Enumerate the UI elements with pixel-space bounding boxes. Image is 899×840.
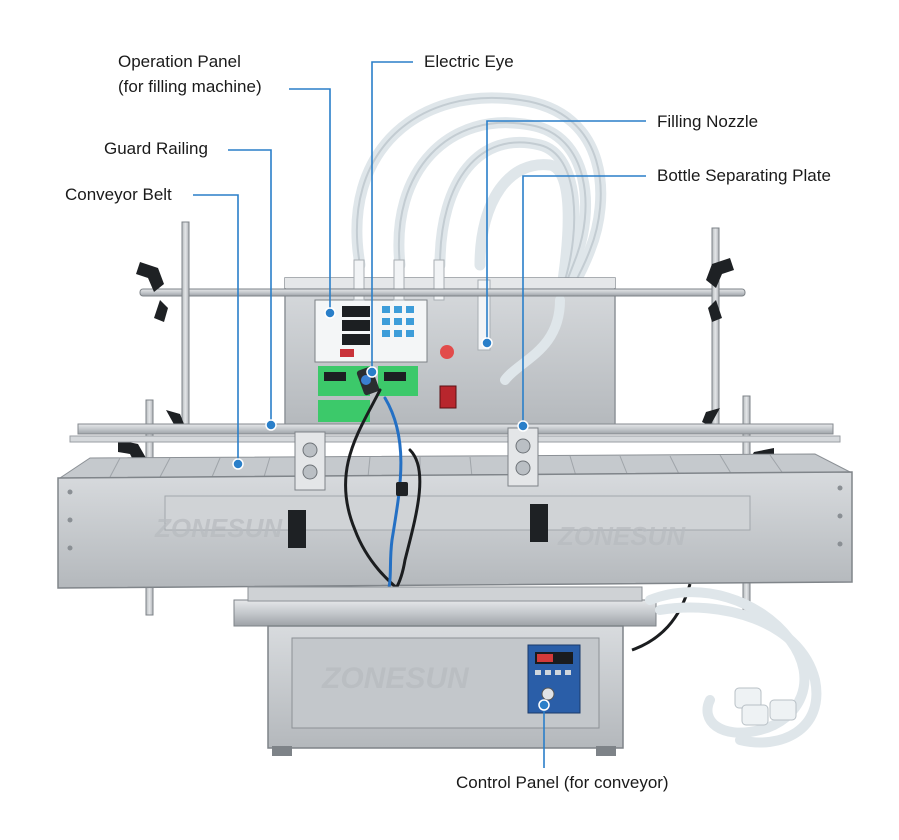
- power-switch: [439, 385, 457, 409]
- watermark-cabinet: ZONESUN: [321, 662, 470, 695]
- callout-guard-railing: [228, 149, 272, 425]
- label-control-panel: Control Panel (for conveyor): [456, 773, 669, 792]
- label-operation-panel-line2: (for filling machine): [118, 77, 262, 96]
- label-filling-nozzle: Filling Nozzle: [657, 112, 759, 131]
- label-guard-railing: Guard Railing: [104, 139, 208, 158]
- top-guard-rod: [139, 288, 746, 297]
- label-electric-eye: Electric Eye: [424, 52, 514, 71]
- label-conveyor-belt: Conveyor Belt: [65, 185, 172, 204]
- label-bottle-separating-plate: Bottle Separating Plate: [657, 166, 831, 185]
- callout-conveyor-belt: [193, 194, 239, 464]
- callout-operation-panel: [289, 88, 331, 313]
- watermark-left: ZONESUN: [154, 513, 283, 543]
- label-operation-panel-line1: Operation Panel: [118, 52, 241, 71]
- callout-lines: [193, 61, 646, 768]
- guard-railing: [77, 423, 834, 435]
- watermark-right: ZONESUN: [557, 521, 686, 551]
- callout-filling-nozzle: [486, 120, 646, 343]
- callout-bottle-separating-plate: [522, 175, 646, 426]
- bottle-separating-plate: [288, 427, 548, 548]
- callout-electric-eye: [371, 61, 413, 372]
